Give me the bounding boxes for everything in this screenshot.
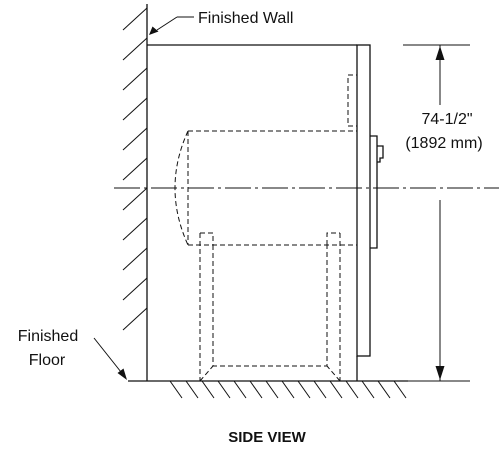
finished-wall-leader [149, 16, 194, 35]
finished-floor-leader [93, 337, 127, 380]
view-title: SIDE VIEW [228, 429, 306, 446]
hidden-lines [174, 74, 358, 382]
height-dimension [403, 44, 470, 382]
finished-floor-label-line1: Finished [18, 328, 78, 345]
wall-hatching [122, 7, 148, 331]
dimension-inches-label: 74-1/2" [421, 111, 472, 128]
cabinet-outline [147, 44, 384, 381]
finished-wall-label: Finished Wall [198, 10, 293, 27]
floor-hatching [169, 380, 407, 399]
dimension-mm-label: (1892 mm) [405, 135, 482, 152]
finished-floor-label-line2: Floor [29, 352, 66, 369]
